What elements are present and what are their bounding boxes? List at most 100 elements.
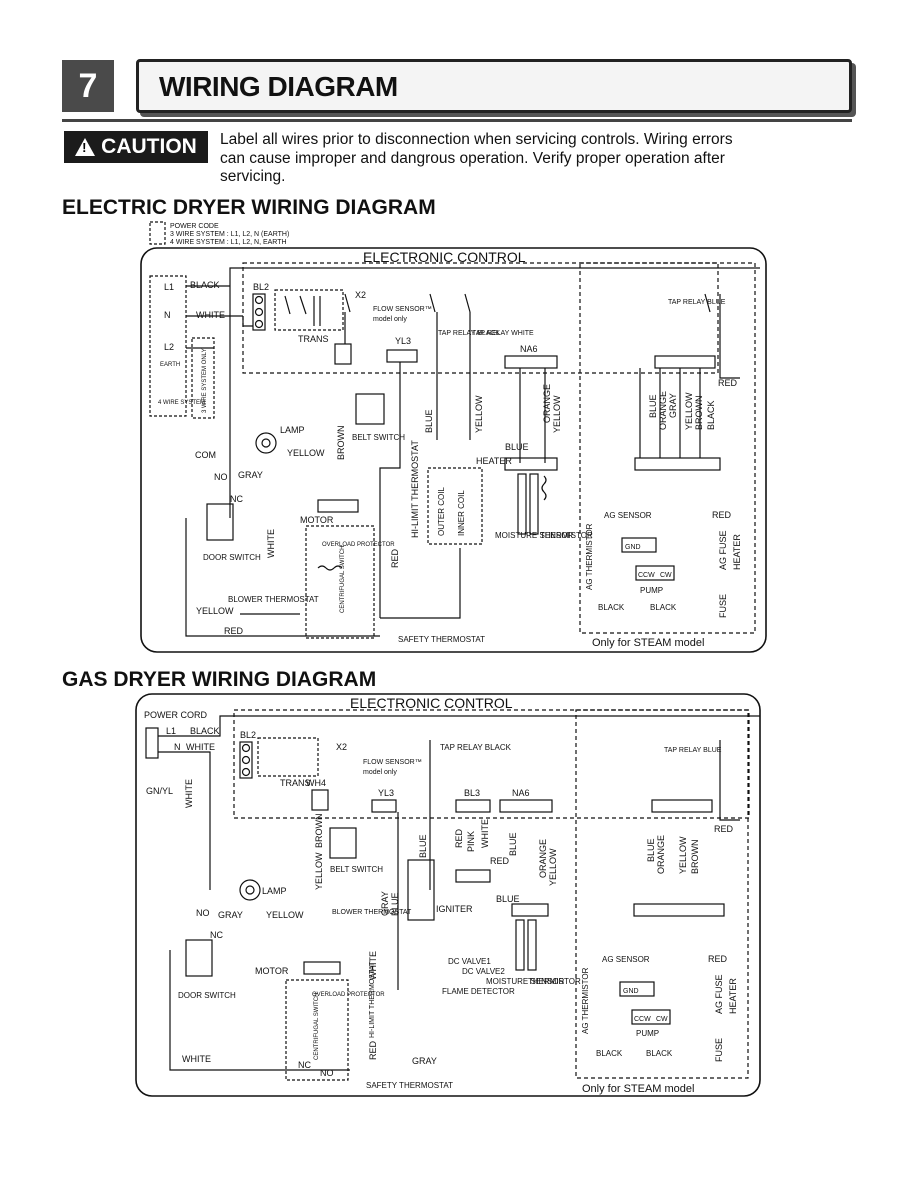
- gas-belt-switch-label: BELT SWITCH: [330, 865, 383, 874]
- gas-gray-bottom: GRAY: [412, 1056, 437, 1066]
- wh4-connector: [311, 789, 329, 811]
- gas-blower-thermostat-label: BLOWER THERMOSTAT: [332, 909, 412, 916]
- gas-hi-limit-label: HI-LIMIT THERMOSTAT: [369, 961, 376, 1038]
- door-switch-symbol: [206, 503, 234, 541]
- gas-centrifugal-label: CENTRIFUGAL SWITCH: [314, 993, 320, 1060]
- x2-label: X2: [355, 290, 366, 300]
- power-cord-label: POWER CORD: [144, 710, 208, 720]
- na6-blue-label: BLUE: [505, 442, 529, 452]
- belt-switch-symbol: [355, 393, 385, 425]
- gas-bl2-label: BL2: [240, 730, 256, 740]
- fuse-label: FUSE: [718, 594, 728, 618]
- gas-vertical-white: WHITE: [184, 779, 194, 808]
- caution-text: Label all wires prior to disconnection w…: [220, 131, 733, 185]
- four-wire-note: 4 WIRE SYSTEM : L1, L2, N, EARTH: [170, 239, 287, 246]
- hi-limit-label: HI-LIMIT THERMOSTAT: [410, 440, 420, 538]
- steam-blue-label: BLUE: [648, 394, 658, 418]
- gas-lamp-yellow: YELLOW: [266, 910, 304, 920]
- gas-blue-vert: BLUE: [390, 892, 400, 916]
- gas-blue-1: BLUE: [418, 834, 428, 858]
- gas-tap-relay-blue: TAP RELAY BLUE: [664, 747, 722, 754]
- gas-lamp-label: LAMP: [262, 886, 287, 896]
- gas-steam-lower-connector: [633, 903, 725, 917]
- black-wire-label: BLACK: [190, 280, 220, 290]
- gas-heater-label: HEATER: [728, 978, 738, 1014]
- gas-door-switch-label: DOOR SWITCH: [178, 991, 236, 1000]
- steam-brown-label: BROWN: [694, 396, 704, 431]
- ag-fuse-label: AG FUSE: [718, 530, 728, 570]
- section-title: WIRING DIAGRAM: [159, 71, 398, 102]
- section-number: 7: [62, 60, 114, 112]
- gas-safety-thermostat-label: SAFETY THERMOSTAT: [366, 1081, 453, 1090]
- gas-ccw-label: CCW: [634, 1016, 651, 1023]
- steam-orange-label: ORANGE: [658, 391, 668, 430]
- gas-red-2: RED: [490, 856, 510, 866]
- caution-badge: CAUTION: [64, 131, 208, 163]
- gas-steam-orange: ORANGE: [656, 835, 666, 874]
- l2-label: L2: [164, 342, 174, 352]
- gas-gray-label: GRAY: [218, 910, 243, 920]
- gas-steam-yellow: YELLOW: [678, 836, 688, 874]
- lamp-label: LAMP: [280, 425, 305, 435]
- gas-steam-blue: BLUE: [646, 838, 656, 862]
- gas-n-label: N: [174, 742, 181, 752]
- gas-ag-fuse-label: AG FUSE: [714, 974, 724, 1014]
- gas-pump-connector: [631, 1009, 671, 1025]
- blower-yellow-label: YELLOW: [196, 606, 234, 616]
- overload-label: OVERLOAD PROTECTOR: [322, 542, 395, 548]
- steam-gray-label: GRAY: [668, 393, 678, 418]
- n-label: N: [164, 310, 171, 320]
- gas-gray-vert: GRAY: [380, 891, 390, 916]
- trans-label: TRANS: [298, 334, 329, 344]
- gnyl-label: GN/YL: [146, 786, 173, 796]
- gas-steam-red: RED: [714, 824, 734, 834]
- electric-frame: [140, 247, 767, 653]
- dc-valve1-label: DC VALVE1: [448, 957, 491, 966]
- steam-red-label: RED: [718, 378, 738, 388]
- dc-valve2-label: DC VALVE2: [462, 967, 505, 976]
- gas-gnd-label: GND: [623, 988, 639, 995]
- gas-pump-black-2: BLACK: [646, 1049, 673, 1058]
- moisture-connector: [504, 457, 558, 471]
- na6-connector: [504, 355, 558, 369]
- centrifugal-label: CENTRIFUGAL SWITCH: [340, 546, 346, 613]
- gas-belt-switch-symbol: [329, 827, 357, 859]
- gas-steam-only-label: Only for STEAM model: [582, 1083, 694, 1095]
- gas-fuse-label: FUSE: [714, 1038, 724, 1062]
- steam-connector: [654, 355, 716, 369]
- model-only-label: model only: [373, 316, 407, 323]
- blower-thermostat-label: BLOWER THERMOSTAT: [228, 595, 319, 604]
- gas-yellow-vert: YELLOW: [314, 852, 324, 890]
- gas-overload-label: OVERLOAD PROTECTOR: [312, 992, 385, 998]
- wh4-label: WH4: [306, 778, 326, 788]
- com-label: COM: [195, 450, 216, 460]
- gas-pump-black-1: BLACK: [596, 1049, 623, 1058]
- gas-flow-sensor-label: FLOW SENSOR™: [363, 759, 422, 766]
- gas-brown-label: BROWN: [314, 814, 324, 849]
- bl3-connector: [455, 799, 491, 813]
- gas-steam-connector: [651, 799, 713, 813]
- yl3-connector: [386, 349, 418, 363]
- bottom-red-label: RED: [224, 626, 244, 636]
- gas-ag-sensor-label: AG SENSOR: [602, 955, 650, 964]
- yl3-label: YL3: [395, 336, 411, 346]
- electric-steam-only-label: Only for STEAM model: [592, 637, 704, 649]
- gas-na6-yellow: YELLOW: [548, 848, 558, 886]
- l1-label: L1: [164, 282, 174, 292]
- nc-label: NC: [230, 494, 243, 504]
- gas-pump-label: PUMP: [636, 1029, 659, 1038]
- four-wire-label: 4 WIRE SYSTEM: [158, 400, 205, 406]
- gas-na6-orange: ORANGE: [538, 839, 548, 878]
- steam-black-label: BLACK: [706, 400, 716, 430]
- gas-bl3-white: WHITE: [480, 819, 490, 848]
- x2-connector: [334, 343, 352, 365]
- lamp-yellow-label: YELLOW: [287, 448, 325, 458]
- header-rule: [62, 119, 852, 122]
- red-wire-label: RED: [390, 548, 400, 568]
- steam-heater-red-label: RED: [712, 510, 732, 520]
- bl2-label: BL2: [253, 282, 269, 292]
- motor-label: MOTOR: [300, 515, 334, 525]
- gas-trans-label: TRANS: [280, 778, 311, 788]
- flame-detector-label: FLAME DETECTOR: [442, 987, 515, 996]
- gas-x2-label: X2: [336, 742, 347, 752]
